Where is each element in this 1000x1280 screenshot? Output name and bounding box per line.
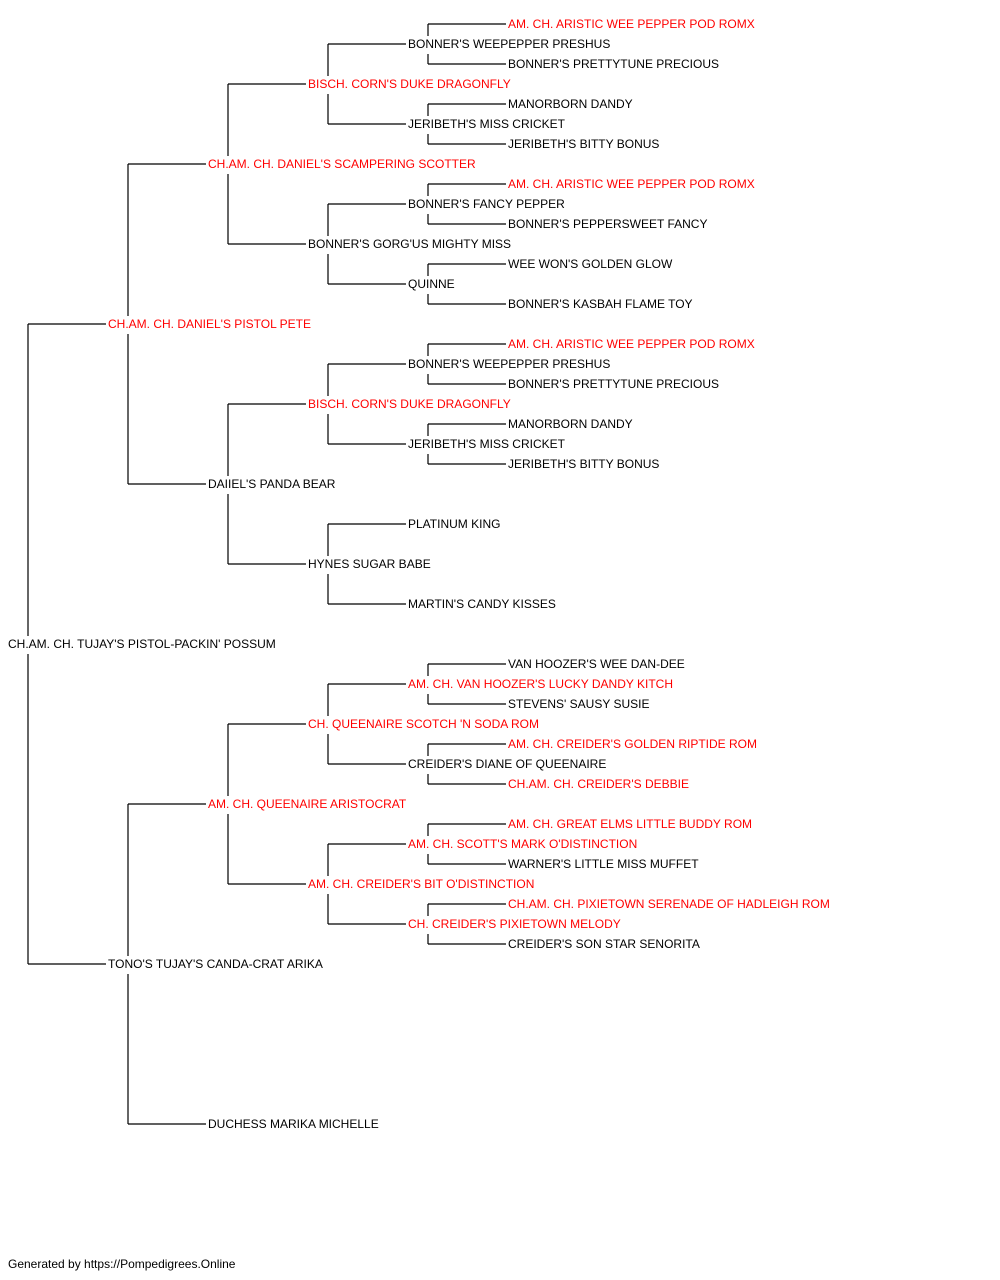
pedigree-node-gen4: BONNER'S WEEPEPPER PRESHUS — [408, 37, 611, 51]
pedigree-node-gen5: AM. CH. GREAT ELMS LITTLE BUDDY ROM — [508, 817, 753, 831]
pedigree-node-gen5: AM. CH. ARISTIC WEE PEPPER POD ROMX — [508, 17, 755, 31]
pedigree-node-gen5: JERIBETH'S BITTY BONUS — [508, 137, 660, 151]
pedigree-node-gen1: TONO'S TUJAY'S CANDA-CRAT ARIKA — [108, 957, 323, 971]
pedigree-node-gen5: WARNER'S LITTLE MISS MUFFET — [508, 857, 699, 871]
pedigree-node-gen2: CH.AM. CH. DANIEL'S SCAMPERING SCOTTER — [208, 157, 476, 171]
pedigree-node-gen2: DUCHESS MARIKA MICHELLE — [208, 1117, 379, 1131]
pedigree-node-gen5: CH.AM. CH. CREIDER'S DEBBIE — [508, 777, 689, 791]
pedigree-node-gen5: BONNER'S PRETTYTUNE PRECIOUS — [508, 57, 719, 71]
pedigree-node-gen5: AM. CH. ARISTIC WEE PEPPER POD ROMX — [508, 177, 755, 191]
pedigree-node-gen4: CREIDER'S DIANE OF QUEENAIRE — [408, 757, 607, 771]
pedigree-node-gen5: WEE WON'S GOLDEN GLOW — [508, 257, 673, 271]
pedigree-node-gen2: DAIIEL'S PANDA BEAR — [208, 477, 336, 491]
pedigree-node-gen0: CH.AM. CH. TUJAY'S PISTOL-PACKIN' POSSUM — [8, 637, 276, 651]
pedigree-node-gen5: CREIDER'S SON STAR SENORITA — [508, 937, 700, 951]
pedigree-node-gen5: STEVENS' SAUSY SUSIE — [508, 697, 650, 711]
pedigree-node-gen5: BONNER'S PRETTYTUNE PRECIOUS — [508, 377, 719, 391]
pedigree-node-gen5: VAN HOOZER'S WEE DAN-DEE — [508, 657, 685, 671]
pedigree-node-gen3: CH. QUEENAIRE SCOTCH 'N SODA ROM — [308, 717, 539, 731]
pedigree-node-gen3: BISCH. CORN'S DUKE DRAGONFLY — [308, 397, 511, 411]
pedigree-node-gen4: JERIBETH'S MISS CRICKET — [408, 117, 565, 131]
generated-by-footer: Generated by https://Pompedigrees.Online — [8, 1257, 236, 1271]
pedigree-node-gen4: CH. CREIDER'S PIXIETOWN MELODY — [408, 917, 621, 931]
pedigree-node-gen2: AM. CH. QUEENAIRE ARISTOCRAT — [208, 797, 407, 811]
pedigree-node-gen5: MANORBORN DANDY — [508, 417, 633, 431]
pedigree-node-gen4: PLATINUM KING — [408, 517, 501, 531]
pedigree-node-gen3: BONNER'S GORG'US MIGHTY MISS — [308, 237, 512, 251]
pedigree-node-gen5: MANORBORN DANDY — [508, 97, 633, 111]
pedigree-node-gen5: CH.AM. CH. PIXIETOWN SERENADE OF HADLEIG… — [508, 897, 830, 911]
pedigree-node-gen3: AM. CH. CREIDER'S BIT O'DISTINCTION — [308, 877, 535, 891]
pedigree-node-gen4: BONNER'S WEEPEPPER PRESHUS — [408, 357, 611, 371]
pedigree-node-gen5: BONNER'S PEPPERSWEET FANCY — [508, 217, 708, 231]
pedigree-node-gen4: AM. CH. SCOTT'S MARK O'DISTINCTION — [408, 837, 638, 851]
pedigree-node-gen4: BONNER'S FANCY PEPPER — [408, 197, 565, 211]
pedigree-node-gen4: JERIBETH'S MISS CRICKET — [408, 437, 565, 451]
pedigree-node-gen5: AM. CH. ARISTIC WEE PEPPER POD ROMX — [508, 337, 755, 351]
pedigree-node-gen4: AM. CH. VAN HOOZER'S LUCKY DANDY KITCH — [408, 677, 674, 691]
pedigree-node-gen4: MARTIN'S CANDY KISSES — [408, 597, 556, 611]
pedigree-node-gen1: CH.AM. CH. DANIEL'S PISTOL PETE — [108, 317, 312, 331]
pedigree-node-gen5: AM. CH. CREIDER'S GOLDEN RIPTIDE ROM — [508, 737, 757, 751]
pedigree-node-gen3: HYNES SUGAR BABE — [308, 557, 431, 571]
pedigree-node-gen5: JERIBETH'S BITTY BONUS — [508, 457, 660, 471]
pedigree-node-gen4: QUINNE — [408, 277, 455, 291]
pedigree-node-gen3: BISCH. CORN'S DUKE DRAGONFLY — [308, 77, 511, 91]
pedigree-node-gen5: BONNER'S KASBAH FLAME TOY — [508, 297, 693, 311]
